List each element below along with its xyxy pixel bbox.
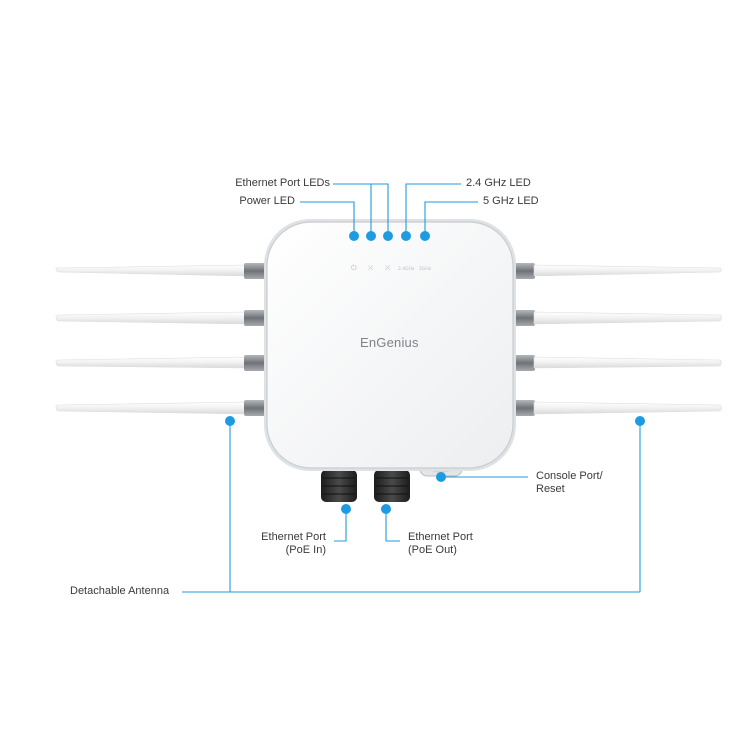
leader-power-led	[300, 201, 355, 236]
dot-ethernet-led-2	[383, 231, 393, 241]
power-icon: ⏻	[351, 264, 357, 272]
dot-antenna-right	[635, 416, 645, 426]
leader-poe-out	[385, 509, 400, 542]
antenna-left-1	[55, 263, 270, 279]
led-icons: ⏻ ⛌ ⛌ 2.4GHz 5GHz	[351, 264, 432, 272]
dot-24ghz-led	[401, 231, 411, 241]
wifi-5-icon: 5GHz	[419, 266, 432, 272]
label-24ghz-led: 2.4 GHz LED	[466, 177, 531, 189]
label-5ghz-led: 5 GHz LED	[483, 195, 539, 207]
wifi-24-icon: 2.4GHz	[398, 266, 415, 272]
antenna-left-4	[55, 400, 270, 416]
dot-5ghz-led	[420, 231, 430, 241]
dot-poe-in	[341, 504, 351, 514]
dot-power-led	[349, 231, 359, 241]
brand-logo-text: EnGenius	[360, 335, 419, 350]
label-ethernet-port-leds: Ethernet Port LEDs	[235, 177, 330, 189]
lan2-icon: ⛌	[385, 264, 390, 272]
label-detachable-antenna: Detachable Antenna	[70, 585, 170, 597]
leader-ethernet-leds	[333, 183, 389, 236]
leader-poe-in	[334, 509, 347, 542]
leader-5ghz-led	[424, 201, 478, 236]
label-ethernet-poe-in: Ethernet Port (PoE In)	[261, 531, 326, 556]
brand-logo: EnGenius	[360, 336, 419, 349]
left-antennas	[55, 263, 270, 416]
label-power-led: Power LED	[239, 195, 295, 207]
dot-console-port	[436, 472, 446, 482]
dot-ethernet-led-1	[366, 231, 376, 241]
dot-poe-out	[381, 504, 391, 514]
lan1-icon: ⛌	[368, 264, 373, 272]
device-body	[264, 219, 516, 471]
antenna-left-3	[55, 355, 270, 371]
dot-antenna-left	[225, 416, 235, 426]
antenna-left-2	[55, 310, 270, 326]
label-ethernet-poe-out: Ethernet Port (PoE Out)	[408, 531, 473, 556]
label-console-port: Console Port/ Reset	[536, 470, 603, 495]
leader-24ghz-led	[405, 183, 461, 236]
